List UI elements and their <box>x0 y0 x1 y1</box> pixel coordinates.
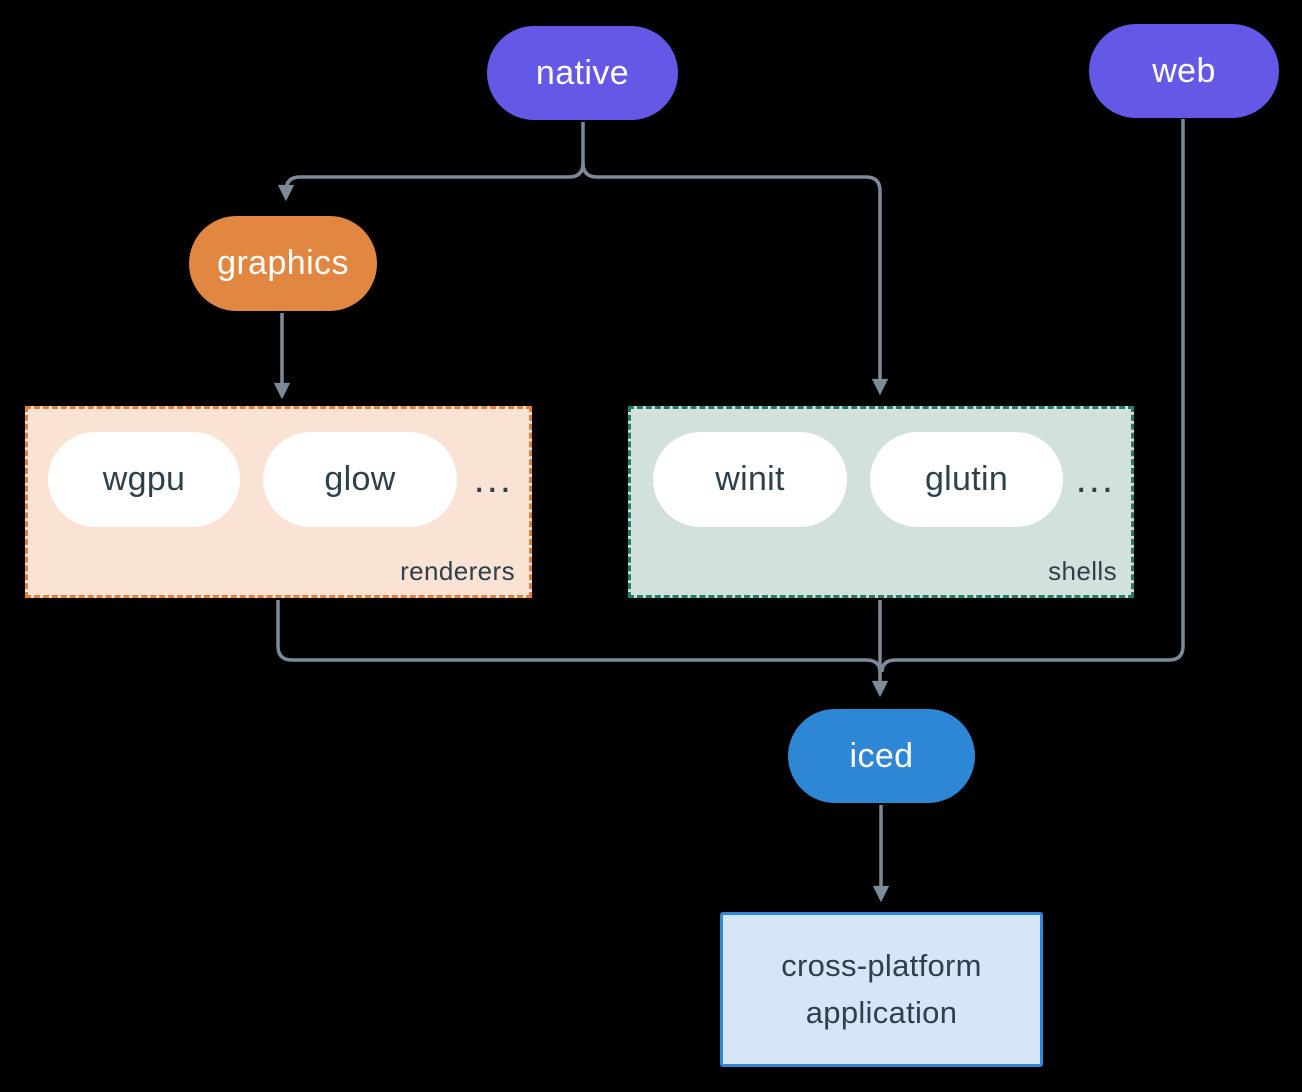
application-label-line2: application <box>805 994 958 1030</box>
application-node: cross-platform application <box>720 912 1043 1067</box>
winit-label: winit <box>715 460 785 498</box>
graphics-label: graphics <box>217 244 349 282</box>
glutin-label: glutin <box>924 460 1009 498</box>
glutin-node: glutin <box>870 432 1063 527</box>
shells-ellipsis: ... <box>1075 457 1115 501</box>
renderers-group-label: renderers <box>400 556 515 586</box>
iced-node: iced <box>788 709 975 803</box>
winit-node: winit <box>653 432 847 527</box>
native-node: native <box>487 26 678 120</box>
shells-group-label: shells <box>1048 556 1117 586</box>
application-label-line1: cross-platform <box>781 948 982 983</box>
connector-native-to-graphics <box>277 122 585 202</box>
renderers-ellipsis: ... <box>473 457 513 501</box>
native-label: native <box>535 53 630 92</box>
wgpu-label: wgpu <box>102 460 186 498</box>
glow-node: glow <box>263 432 457 527</box>
wgpu-node: wgpu <box>48 432 240 527</box>
graphics-node: graphics <box>189 216 377 311</box>
shells-group: winit glutin ... shells <box>628 406 1134 598</box>
renderers-group: wgpu glow ... renderers <box>25 406 532 598</box>
glow-label: glow <box>324 460 396 498</box>
connector-renderers-to-merge <box>276 600 882 673</box>
iced-label: iced <box>849 736 914 775</box>
web-label: web <box>1152 51 1216 90</box>
connector-native-to-shells <box>581 162 889 396</box>
web-node: web <box>1089 24 1279 118</box>
